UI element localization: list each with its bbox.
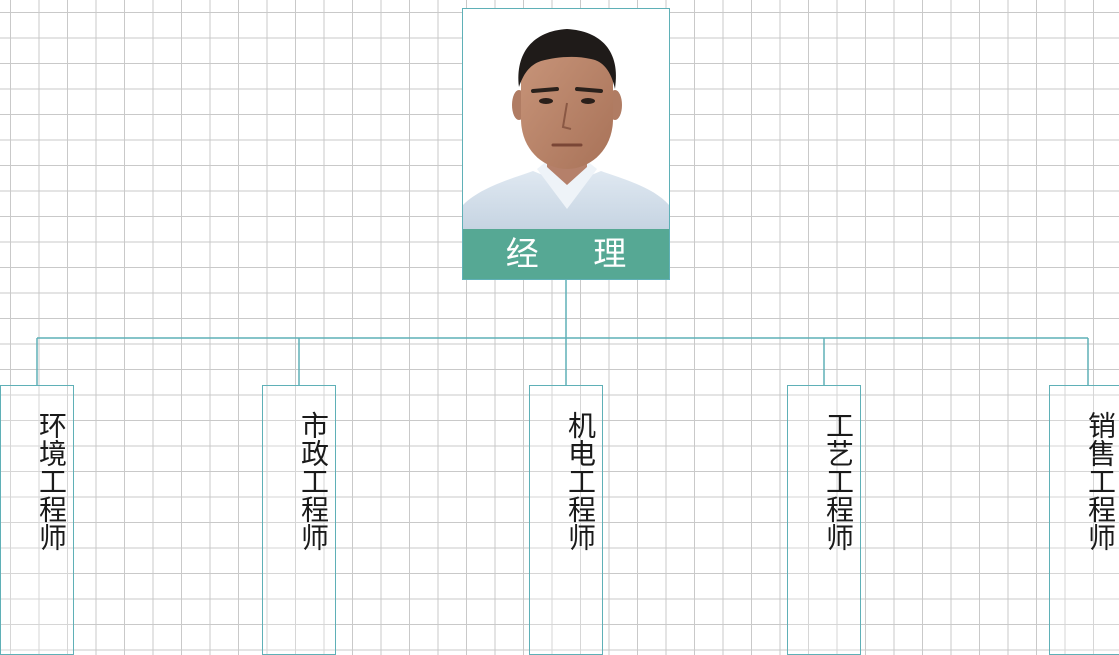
role-box-mechanical-electrical-engineer[interactable]: 机电工程师 — [529, 385, 603, 655]
role-box-process-engineer[interactable]: 工艺工程师 — [787, 385, 861, 655]
role-label-process-engineer: 工艺工程师 — [822, 411, 855, 551]
person-portrait-icon — [463, 9, 669, 229]
role-label-mechanical-electrical-engineer: 机电工程师 — [564, 411, 597, 551]
manager-photo — [463, 9, 669, 229]
role-label-municipal-engineer: 市政工程师 — [297, 411, 330, 551]
role-box-municipal-engineer[interactable]: 市政工程师 — [262, 385, 336, 655]
role-box-environmental-engineer[interactable]: 环境工程师 — [0, 385, 74, 655]
manager-card[interactable]: 经 理 — [462, 8, 670, 280]
manager-title: 经 理 — [463, 229, 669, 279]
role-label-environmental-engineer: 环境工程师 — [35, 411, 68, 551]
role-box-sales-engineer[interactable]: 销售工程师 — [1049, 385, 1119, 655]
role-label-sales-engineer: 销售工程师 — [1084, 411, 1117, 551]
